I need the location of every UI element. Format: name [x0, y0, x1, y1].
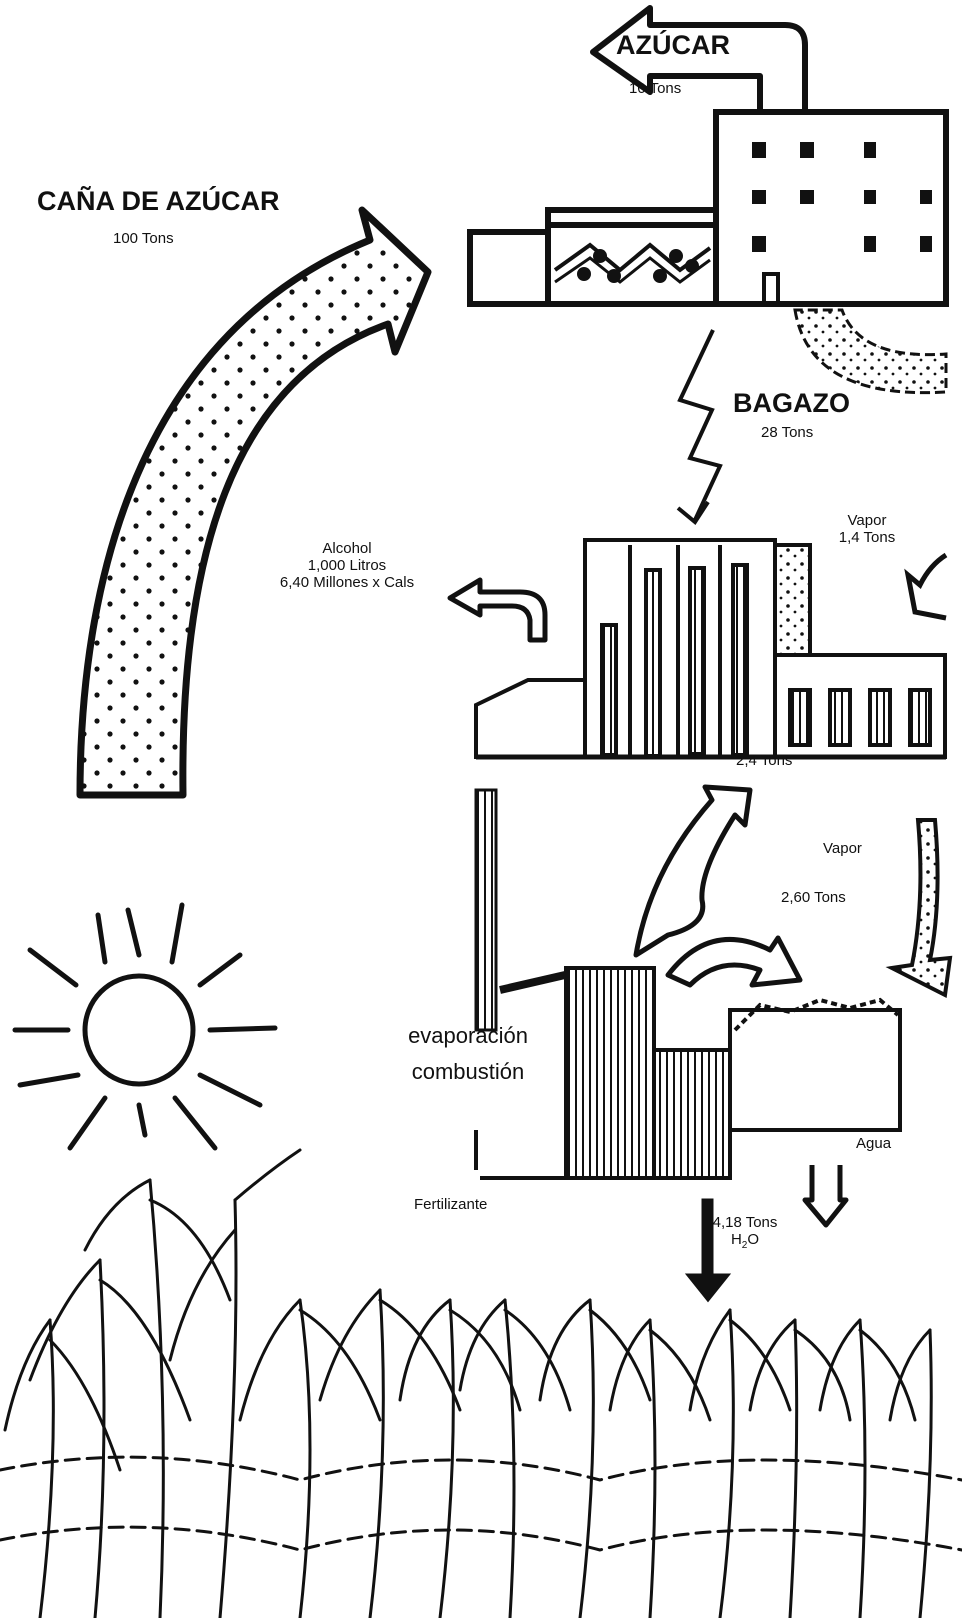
return-amount: 2,4 Tons: [736, 752, 792, 769]
discharge-formula: H2O: [700, 1231, 790, 1251]
return-up-arrow: [636, 787, 750, 955]
bagasse-amount: 28 Tons: [761, 424, 813, 441]
sugar-mill-building: [470, 112, 946, 304]
bagasse-conveyor: [795, 310, 946, 393]
alcohol-block: Alcohol 1,000 Litros 6,40 Millones x Cal…: [262, 540, 432, 591]
discharge-block: 4,18 Tons H2O: [700, 1214, 790, 1251]
water-label: Agua: [856, 1135, 891, 1152]
vapor-top-amount: 1,4 Tons: [822, 529, 912, 546]
vapor-dotted-arrow: [892, 820, 950, 995]
vapor-top-arrow: [908, 555, 946, 618]
vapor-mid-arrow: [668, 938, 800, 985]
sugar-label: AZÚCAR: [616, 30, 730, 61]
distillery-building: [476, 540, 946, 757]
alcohol-energy: 6,40 Millones x Cals: [262, 574, 432, 591]
alcohol-volume: 1,000 Litros: [262, 557, 432, 574]
sugar-amount: 10 Tons: [629, 80, 681, 97]
process-combustion: combustión: [384, 1054, 552, 1090]
bagasse-label: BAGAZO: [733, 388, 850, 419]
chimney: [476, 790, 496, 1030]
mill-windows: [752, 142, 932, 252]
vapor-mid-label: Vapor: [823, 840, 862, 857]
cane-label: CAÑA DE AZÚCAR: [37, 186, 280, 217]
discharge-amount: 4,18 Tons: [700, 1214, 790, 1231]
bagasse-zigzag-arrow: [680, 330, 720, 520]
vapor-top-block: Vapor 1,4 Tons: [822, 512, 912, 546]
fertilizer-label: Fertilizante: [414, 1196, 487, 1213]
sugarcane-field: [0, 1150, 962, 1618]
process-evaporation: evaporación: [384, 1018, 552, 1054]
vapor-mid-amount: 2,60 Tons: [781, 889, 846, 906]
alcohol-label: Alcohol: [262, 540, 432, 557]
cane-input-arrow: [80, 210, 428, 795]
cane-amount: 100 Tons: [113, 230, 174, 247]
sun-illustration: [15, 905, 275, 1148]
water-arrow: [805, 1165, 846, 1225]
alcohol-output-arrow: [450, 580, 545, 640]
process-block: evaporación combustión: [384, 1018, 552, 1090]
vapor-top-label: Vapor: [822, 512, 912, 529]
